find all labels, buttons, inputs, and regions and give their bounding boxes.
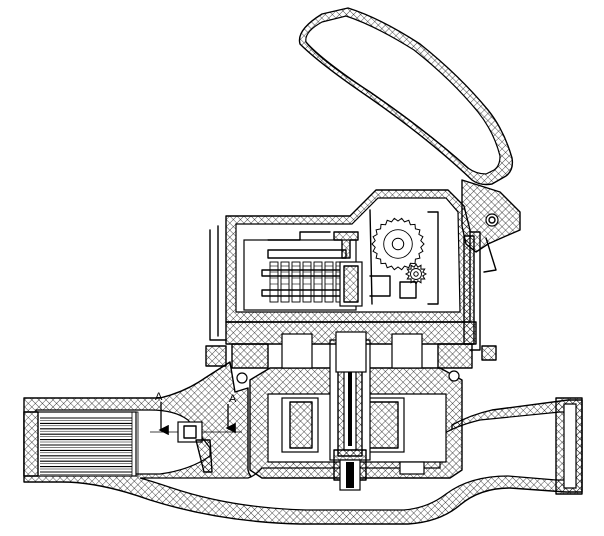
section-mark-right: A <box>225 393 237 434</box>
section-mark-right-label: A <box>229 393 237 405</box>
gear-train <box>243 231 363 311</box>
inlet-strainer <box>23 411 139 477</box>
dial-wheels <box>369 209 439 305</box>
seal-ring <box>225 321 477 384</box>
turbine-housing <box>249 339 463 491</box>
strainer-mesh <box>40 417 132 475</box>
section-mark-left-label: A <box>155 391 163 403</box>
section-mark-left: A <box>155 391 169 436</box>
section-line <box>150 421 242 473</box>
hinged-lid <box>298 7 521 273</box>
